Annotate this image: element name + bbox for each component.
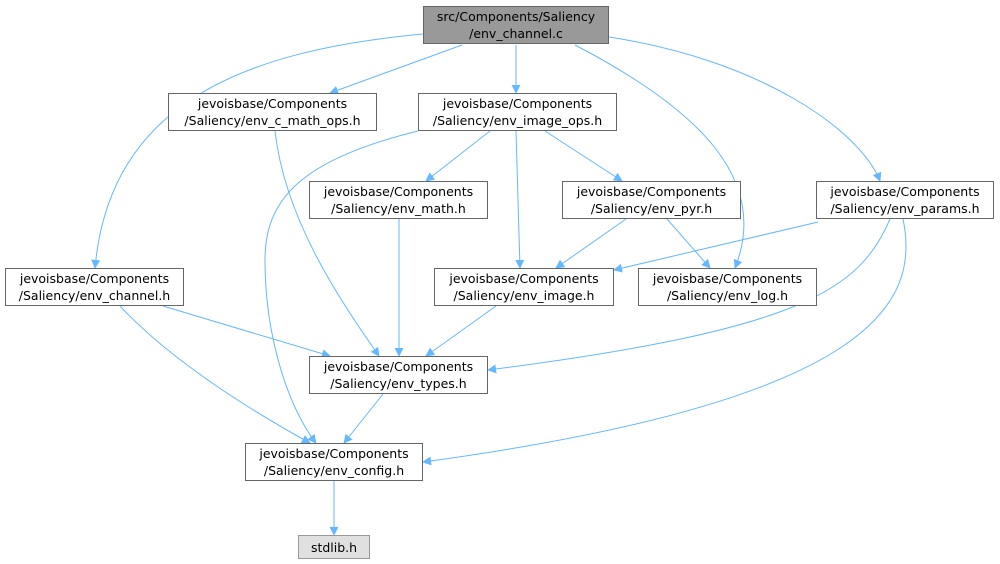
edge-env-image-ops-to-env-image — [515, 130, 525, 269]
edge-env-params-to-env-types — [487, 218, 891, 374]
node-label-line2: /Saliency/env_pyr.h — [590, 201, 713, 216]
edge-env-c-math-ops-to-env-types — [274, 130, 380, 357]
node-label-line2: /env_channel.c — [469, 26, 563, 41]
node-label-line1: jevoisbase/Components — [259, 446, 409, 461]
edge-env-image-ops-to-env-math — [425, 130, 491, 182]
node-env-pyr-h[interactable]: jevoisbase/Components /Saliency/env_pyr.… — [562, 181, 741, 219]
node-stdlib-h: stdlib.h — [298, 535, 370, 559]
node-env-image-ops-h[interactable]: jevoisbase/Components /Saliency/env_imag… — [418, 93, 617, 131]
node-env-config-h[interactable]: jevoisbase/Components /Saliency/env_conf… — [245, 443, 423, 481]
node-label-line1: jevoisbase/Components — [442, 96, 593, 111]
node-label-line1: jevoisbase/Components — [19, 271, 170, 286]
edge-env-image-ops-to-env-pyr — [544, 130, 623, 182]
node-label-line1: jevoisbase/Components — [652, 271, 803, 286]
node-label-line1: jevoisbase/Components — [323, 184, 474, 199]
edge-env-channel-h-to-env-config — [119, 305, 311, 444]
node-env-params-h[interactable]: jevoisbase/Components /Saliency/env_para… — [816, 181, 994, 219]
edge-env-channel-c-to-env-log — [574, 44, 745, 269]
node-env-channel-c: src/Components/Saliency /env_channel.c — [423, 6, 609, 44]
node-env-image-h[interactable]: jevoisbase/Components /Saliency/env_imag… — [434, 268, 614, 306]
node-label-line2: /Saliency/env_log.h — [666, 288, 789, 303]
edge-env-image-to-env-types — [425, 305, 497, 357]
node-label-line1: jevoisbase/Components — [449, 271, 599, 286]
node-label-line1: src/Components/Saliency — [436, 9, 596, 24]
node-env-types-h[interactable]: jevoisbase/Components /Saliency/env_type… — [309, 356, 488, 394]
edge-env-channel-c-to-env-params — [608, 36, 882, 182]
edge-env-params-to-env-image — [613, 221, 819, 273]
edge-env-channel-h-to-env-types — [162, 305, 331, 358]
edge-env-pyr-to-env-log — [666, 218, 711, 269]
edge-env-channel-c-to-env-c-math-ops — [329, 44, 463, 95]
node-label-line2: /Saliency/env_params.h — [830, 201, 980, 216]
edge-env-types-to-env-config — [343, 393, 384, 444]
node-env-math-h[interactable]: jevoisbase/Components /Saliency/env_math… — [309, 181, 488, 219]
edge-env-params-to-env-config — [422, 218, 907, 466]
edge-env-pyr-to-env-image — [555, 218, 627, 269]
edge-env-image-ops-to-env-config — [264, 130, 419, 444]
node-label-line2: /Saliency/env_image.h — [453, 288, 595, 303]
node-env-c-math-ops-h[interactable]: jevoisbase/Components /Saliency/env_c_ma… — [168, 93, 377, 131]
node-label-line2: /Saliency/env_c_math_ops.h — [184, 113, 361, 128]
node-label-line2: /Saliency/env_channel.h — [18, 288, 171, 303]
node-label-line2: /Saliency/env_math.h — [331, 201, 466, 216]
edge-env-channel-c-to-env-channel-h — [91, 33, 424, 269]
node-label-line1: jevoisbase/Components — [830, 184, 980, 199]
node-env-log-h[interactable]: jevoisbase/Components /Saliency/env_log.… — [638, 268, 817, 306]
node-label-line1: jevoisbase/Components — [576, 184, 727, 199]
node-label-line1: jevoisbase/Components — [197, 96, 348, 111]
node-label-line2: /Saliency/env_types.h — [330, 376, 467, 391]
node-label-line2: /Saliency/env_image_ops.h — [432, 113, 603, 128]
node-label-line2: /Saliency/env_config.h — [263, 463, 405, 478]
node-env-channel-h[interactable]: jevoisbase/Components /Saliency/env_chan… — [5, 268, 184, 306]
node-label-line1: jevoisbase/Components — [323, 359, 474, 374]
node-label-line1: stdlib.h — [310, 539, 358, 555]
